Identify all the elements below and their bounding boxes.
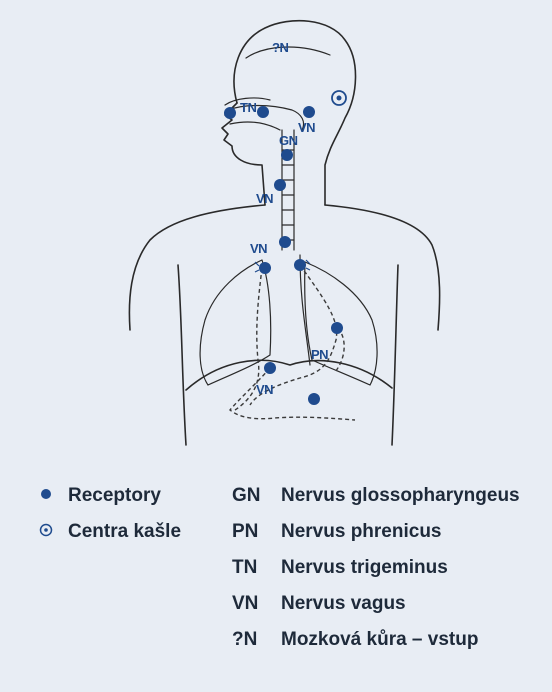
label-glosso: GN (279, 133, 298, 148)
label-vagus-head: VN (298, 120, 315, 135)
legend-abbr-qn: ?N (232, 629, 257, 650)
label-vagus-abdomen: VN (256, 382, 273, 397)
receptor-dot (308, 393, 320, 405)
legend-abbr-tn: TN (232, 557, 257, 578)
filled-dot-icon (41, 489, 51, 499)
legend-pn-label: Nervus phrenicus (281, 521, 442, 542)
legend-vn-label: Nervus vagus (281, 593, 406, 614)
label-top: ?N (272, 40, 288, 55)
receptor-dot (264, 362, 276, 374)
receptor-dot (274, 179, 286, 191)
receptor-dot (294, 259, 306, 271)
receptor-dot (224, 107, 236, 119)
label-trigeminus: TN (240, 100, 256, 115)
receptor-dot (303, 106, 315, 118)
legend-gn-label: Nervus glossopharyngeus (281, 485, 520, 506)
legend-tn-label: Nervus trigeminus (281, 557, 448, 578)
label-vagus-neck: VN (256, 191, 273, 206)
receptor-dot (259, 262, 271, 274)
receptor-dot (331, 322, 343, 334)
legend-abbr-pn: PN (232, 521, 258, 542)
receptor-dot (279, 236, 291, 248)
legend-qn-label: Mozková kůra – vstup (281, 629, 478, 650)
receptor-dot (281, 149, 293, 161)
label-vagus-chest: VN (250, 241, 267, 256)
receptor-dot (257, 106, 269, 118)
legend-receptory: Receptory (68, 485, 161, 506)
legend-centra-kasle: Centra kašle (68, 521, 181, 542)
legend-abbr-vn: VN (232, 593, 258, 614)
label-phrenicus: PN (311, 347, 328, 362)
legend-abbr-gn: GN (232, 485, 261, 506)
